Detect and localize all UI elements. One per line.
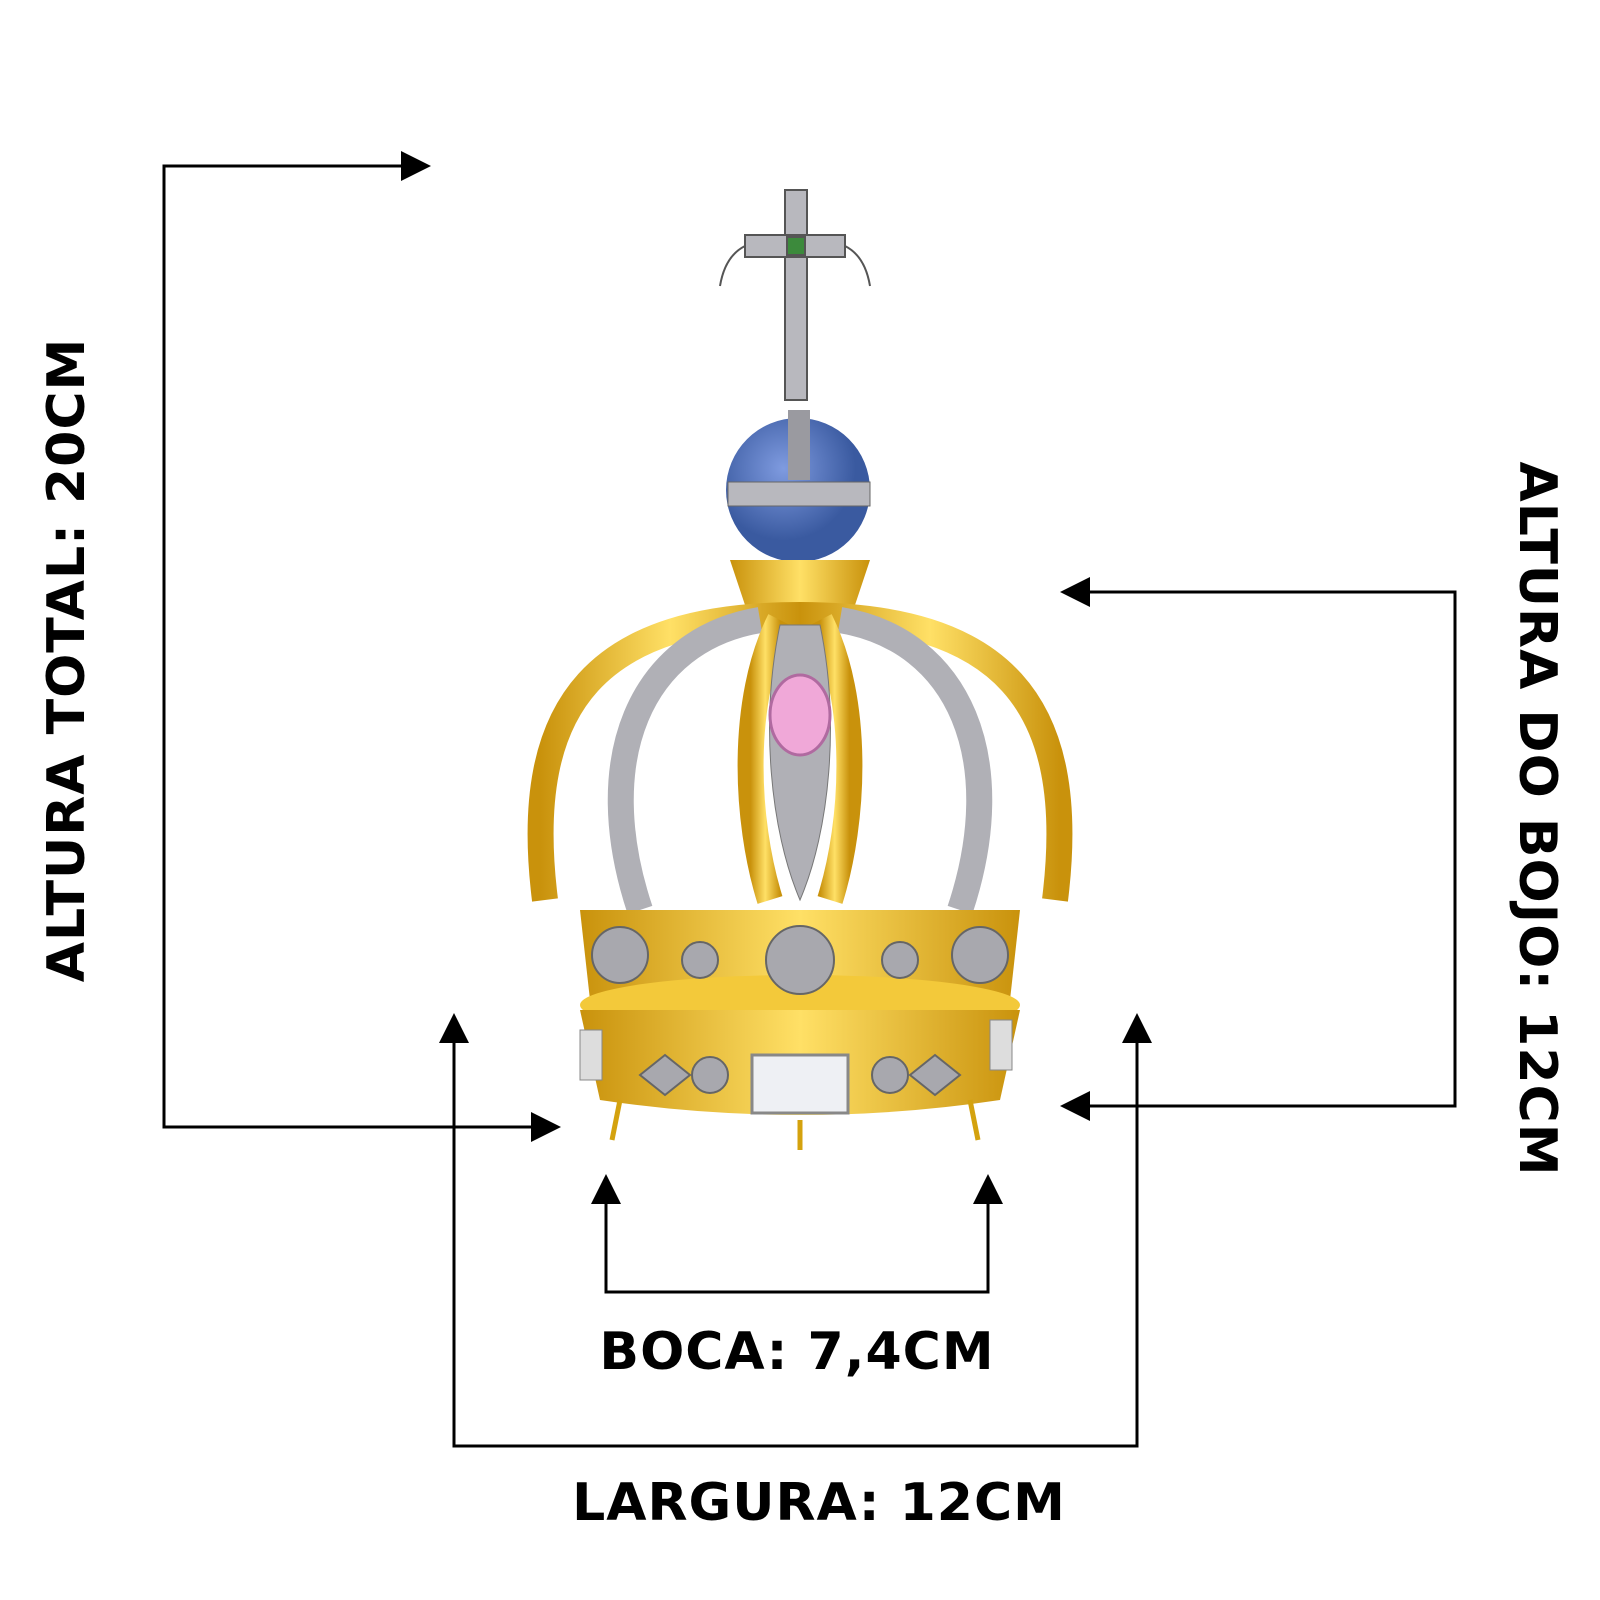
width-label: LARGURA: 12CM: [572, 1473, 1066, 1533]
mouth-label: BOCA: 7,4CM: [599, 1322, 995, 1382]
mouth-bracket: [591, 1174, 1003, 1294]
total-height-label: ALTURA TOTAL: 20CM: [37, 337, 97, 983]
bowl-height-bracket: [1060, 577, 1457, 1121]
crown-image: [527, 189, 1073, 1150]
pink-gem: [768, 673, 832, 757]
bowl-height-label: ALTURA DO BOJO: 12CM: [1507, 461, 1567, 1177]
total-height-bracket: [162, 151, 561, 1142]
clear-gem: [750, 1053, 850, 1115]
width-bracket: [439, 1013, 1152, 1448]
cross: [719, 189, 871, 401]
